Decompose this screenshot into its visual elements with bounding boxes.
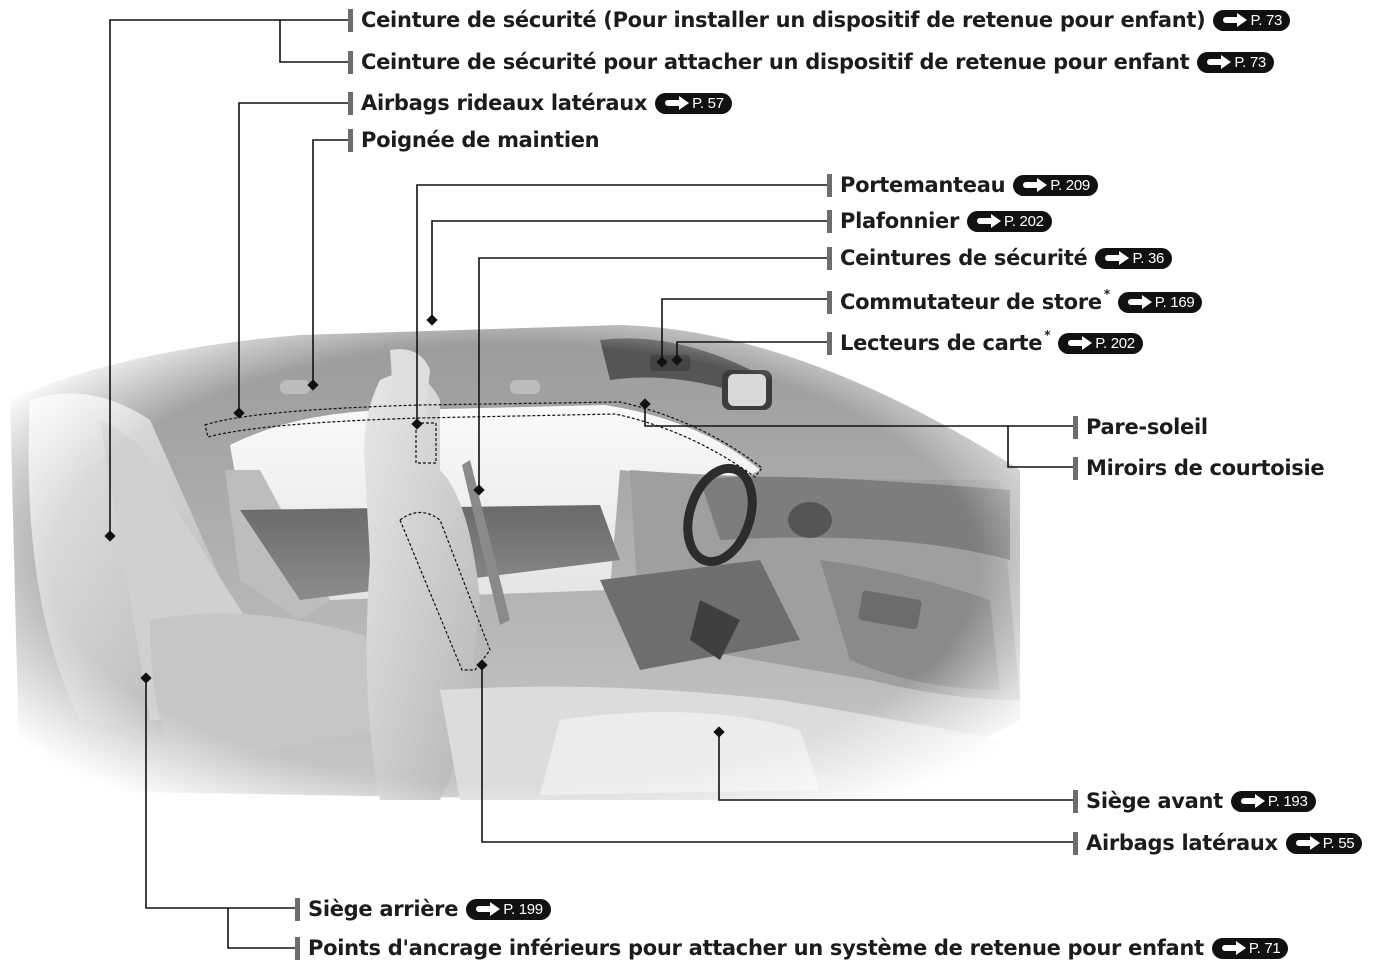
page-ref-badge[interactable]: P. 199 — [466, 899, 551, 920]
page-ref-badge[interactable]: P. 193 — [1231, 791, 1316, 812]
arrow-right-icon — [1082, 336, 1092, 350]
label-text: Airbags rideaux latéraux — [361, 91, 647, 115]
label-pare-soleil: Pare-soleil — [1073, 414, 1208, 440]
label-ceinture-retenue-enfant: Ceinture de sécurité (Pour installer un … — [348, 7, 1290, 33]
arrow-right-icon — [679, 96, 689, 110]
arrow-right-icon — [1037, 178, 1047, 192]
label-text: Pare-soleil — [1086, 415, 1208, 439]
label-lecteurs-carte: Lecteurs de carte* P. 202 — [827, 330, 1143, 356]
label-text: Plafonnier — [840, 209, 959, 233]
label-poignee-maintien: Poignée de maintien — [348, 127, 599, 153]
page-ref-badge[interactable]: P. 57 — [655, 93, 732, 114]
label-commutateur-store: Commutateur de store* P. 169 — [827, 289, 1202, 315]
label-text: Ceintures de sécurité — [840, 246, 1087, 270]
page-ref-badge[interactable]: P. 73 — [1213, 10, 1290, 31]
arrow-right-icon — [991, 214, 1001, 228]
label-airbags-lateraux: Airbags latéraux P. 55 — [1073, 830, 1362, 856]
label-text: Siège arrière — [308, 897, 458, 921]
label-text: Lecteurs de carte — [840, 331, 1042, 355]
label-text: Portemanteau — [840, 173, 1005, 197]
label-text: Points d'ancrage inférieurs pour attache… — [308, 936, 1204, 960]
label-portemanteau: Portemanteau P. 209 — [827, 172, 1098, 198]
page-ref-badge[interactable]: P. 55 — [1286, 833, 1363, 854]
label-text: Ceinture de sécurité (Pour installer un … — [361, 8, 1205, 32]
page-ref-badge[interactable]: P. 73 — [1197, 52, 1274, 73]
arrow-right-icon — [1236, 941, 1246, 955]
page-ref-badge[interactable]: P. 36 — [1095, 248, 1172, 269]
label-text: Miroirs de courtoisie — [1086, 456, 1324, 480]
label-text: Siège avant — [1086, 789, 1223, 813]
arrow-right-icon — [1221, 55, 1231, 69]
page-ref-badge[interactable]: P. 202 — [967, 211, 1052, 232]
car-interior-picture — [0, 320, 1030, 810]
page-ref-badge[interactable]: P. 202 — [1058, 333, 1143, 354]
asterisk-mark: * — [1104, 287, 1110, 301]
label-miroirs-courtoisie: Miroirs de courtoisie — [1073, 455, 1324, 481]
label-siege-arriere: Siège arrière P. 199 — [295, 896, 551, 922]
page-ref-badge[interactable]: P. 169 — [1118, 292, 1203, 313]
label-text: Poignée de maintien — [361, 128, 599, 152]
page-ref-badge[interactable]: P. 71 — [1212, 938, 1289, 959]
label-siege-avant: Siège avant P. 193 — [1073, 788, 1316, 814]
arrow-right-icon — [1119, 251, 1129, 265]
label-points-ancrage: Points d'ancrage inférieurs pour attache… — [295, 935, 1288, 961]
label-text: Ceinture de sécurité pour attacher un di… — [361, 50, 1189, 74]
arrow-right-icon — [1310, 836, 1320, 850]
label-plafonnier: Plafonnier P. 202 — [827, 208, 1052, 234]
arrow-right-icon — [490, 902, 500, 916]
asterisk-mark: * — [1044, 328, 1050, 342]
page-ref-badge[interactable]: P. 209 — [1013, 175, 1098, 196]
arrow-right-icon — [1142, 295, 1152, 309]
label-ceinture-attacher-dispositif: Ceinture de sécurité pour attacher un di… — [348, 49, 1274, 75]
label-ceintures-securite: Ceintures de sécurité P. 36 — [827, 245, 1172, 271]
arrow-right-icon — [1237, 13, 1247, 27]
arrow-right-icon — [1255, 794, 1265, 808]
label-text: Airbags latéraux — [1086, 831, 1278, 855]
label-airbags-rideaux: Airbags rideaux latéraux P. 57 — [348, 90, 732, 116]
label-text: Commutateur de store — [840, 290, 1102, 314]
